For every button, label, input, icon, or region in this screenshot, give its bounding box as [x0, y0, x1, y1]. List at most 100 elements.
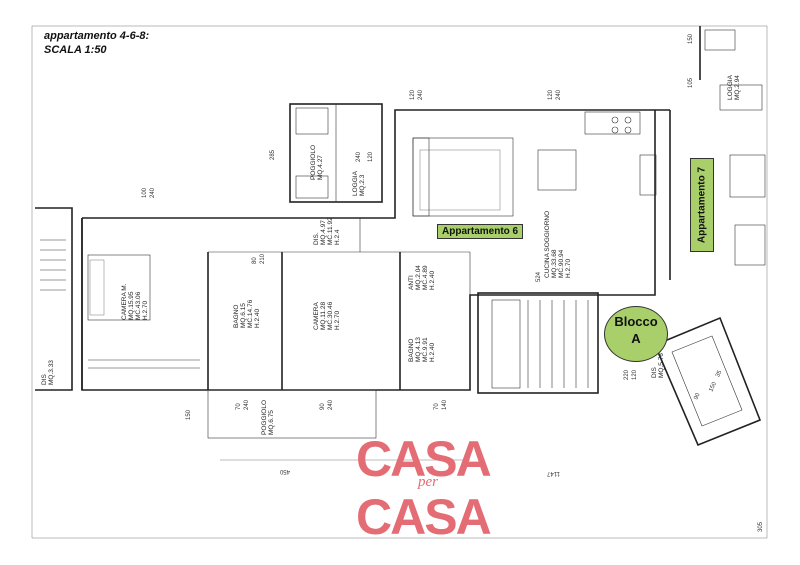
wall-top [82, 109, 670, 219]
casa-per-casa-logo: CASA per CASA [356, 431, 492, 544]
svg-text:MQ.4.27: MQ.4.27 [317, 155, 324, 180]
room-bagno-1: BAGNO MQ.6.15 MC.14.76 H.2.40 [233, 299, 261, 328]
svg-text:70: 70 [236, 403, 242, 410]
svg-text:ANTI: ANTI [408, 275, 415, 290]
label-blocco-a: Blocco A [604, 306, 668, 362]
svg-text:MQ.2.04: MQ.2.04 [415, 265, 422, 290]
svg-text:MQ.11.28: MQ.11.28 [320, 302, 327, 330]
svg-text:BAGNO: BAGNO [233, 305, 240, 328]
dim-120-240-b: 120 240 [548, 89, 562, 100]
svg-text:POGGIOLO: POGGIOLO [310, 145, 317, 180]
room-poggiolo-top: POGGIOLO MQ.4.27 [310, 145, 324, 180]
svg-text:MQ.2.94: MQ.2.94 [734, 75, 741, 100]
blocco-line-1: Blocco [614, 314, 658, 329]
svg-text:LOGGIA: LOGGIA [727, 74, 734, 100]
svg-text:DIS.: DIS. [313, 232, 320, 245]
room-dis-mid: DIS. MQ.4.97 MC.11.92 H.2.4 [313, 217, 341, 245]
svg-text:210: 210 [260, 253, 266, 264]
svg-text:MQ.33.68: MQ.33.68 [551, 249, 558, 278]
dim-285: 285 [270, 149, 276, 160]
svg-text:MC.30.46: MC.30.46 [327, 301, 334, 330]
svg-text:LOGGIA: LOGGIA [352, 170, 359, 196]
svg-text:H.2.70: H.2.70 [142, 300, 149, 320]
svg-text:MQ.2.3: MQ.2.3 [359, 174, 366, 196]
bed [87, 254, 151, 321]
svg-text:120: 120 [548, 89, 554, 100]
svg-text:POGGIOLO: POGGIOLO [261, 400, 268, 435]
svg-text:120: 120 [410, 89, 416, 100]
dim-450: 450 [279, 468, 290, 474]
svg-text:DIS: DIS [651, 367, 658, 379]
svg-text:MQ.15.95: MQ.15.95 [128, 291, 135, 320]
sofa [412, 137, 514, 217]
dim-90: 90 [693, 392, 702, 401]
svg-text:MQ.3.33: MQ.3.33 [48, 360, 55, 385]
room-bagno-2: BAGNO MQ.4.13 MC.9.91 H.2.40 [408, 337, 436, 362]
svg-text:140: 140 [442, 399, 448, 410]
svg-text:240: 240 [556, 89, 562, 100]
dim-1147: 1147 [546, 470, 560, 476]
dim-220-120: 220 120 [624, 369, 638, 380]
label-appartamento-6: Appartamento 6 [437, 224, 524, 239]
svg-text:120: 120 [632, 369, 638, 380]
logo-word-2: per [418, 474, 438, 490]
room-loggia-top: LOGGIA MQ.2.3 [352, 170, 366, 196]
svg-text:DIS: DIS [41, 374, 48, 386]
svg-text:35: 35 [715, 369, 724, 378]
svg-text:CUCINA SOGGIORNO: CUCINA SOGGIORNO [544, 211, 551, 278]
label-appartamento-7-text: Appartamento 7 [696, 166, 708, 244]
room-cucina-soggiorno: CUCINA SOGGIORNO MQ.33.68 MC.90.94 H.2.7… [544, 211, 572, 278]
stairwell [477, 292, 599, 394]
svg-text:100: 100 [142, 187, 148, 198]
blocco-line-2: A [631, 331, 641, 346]
svg-text:MC.43.06: MC.43.06 [135, 291, 142, 320]
svg-text:220: 220 [624, 369, 630, 380]
room-poggiolo-bottom: POGGIOLO MQ.6.75 [261, 400, 275, 435]
dim-524: 524 [536, 271, 542, 282]
svg-text:H.2.40: H.2.40 [429, 342, 436, 362]
label-appartamento-7: Appartamento 7 [690, 158, 714, 252]
svg-text:240: 240 [244, 399, 250, 410]
dim-70-240: 70 240 [236, 399, 250, 410]
dim-150-35: 150 35 [708, 369, 723, 393]
room-loggia-right: LOGGIA MQ.2.94 [727, 74, 741, 100]
svg-text:MC.90.94: MC.90.94 [558, 249, 565, 278]
svg-text:MQ.4.13: MQ.4.13 [415, 337, 422, 362]
svg-text:MC.11.92: MC.11.92 [327, 217, 334, 245]
room-anti: ANTI MQ.2.04 MC.4.89 H.2.40 [408, 265, 436, 290]
plan-title: appartamento 4-6-8: [44, 30, 150, 42]
svg-text:70: 70 [434, 403, 440, 410]
svg-text:H.2.40: H.2.40 [254, 308, 261, 328]
svg-text:H.2.4: H.2.4 [334, 229, 341, 245]
dining-table [537, 149, 577, 191]
svg-text:240: 240 [328, 399, 334, 410]
dim-90-240: 90 240 [320, 399, 334, 410]
dim-120-240-a: 120 240 [410, 89, 424, 100]
dim-120: 120 [368, 151, 374, 162]
dim-150-top: 150 [688, 33, 694, 44]
plan-scale: SCALA 1:50 [44, 44, 107, 56]
svg-text:80: 80 [252, 257, 258, 264]
dim-100-240: 100 240 [142, 187, 156, 198]
svg-text:H.2.70: H.2.70 [565, 258, 572, 278]
svg-text:240: 240 [418, 89, 424, 100]
svg-text:H.2.40: H.2.40 [429, 270, 436, 290]
dim-105: 105 [688, 77, 694, 88]
svg-text:BAGNO: BAGNO [408, 339, 415, 362]
dim-150-left: 150 [186, 409, 192, 420]
svg-text:MQ.4.97: MQ.4.97 [320, 220, 327, 245]
svg-text:MQ.6.75: MQ.6.75 [268, 410, 275, 435]
poggiolo-bottom [207, 389, 377, 439]
svg-text:CAMERA: CAMERA [313, 302, 320, 330]
dim-70-140: 70 140 [434, 399, 448, 410]
kitchen-counter [584, 111, 641, 135]
logo-word-1: CASA [356, 431, 492, 487]
svg-text:90: 90 [320, 403, 326, 410]
svg-text:MC.9.91: MC.9.91 [422, 337, 429, 362]
svg-text:MC.14.76: MC.14.76 [247, 299, 254, 328]
frame-border [31, 25, 768, 539]
room-dis-left: DIS MQ.3.33 [41, 360, 55, 385]
svg-text:240: 240 [150, 187, 156, 198]
svg-text:MC.4.89: MC.4.89 [422, 265, 429, 290]
room-dis-right: DIS MQ.5.76 [651, 353, 665, 378]
